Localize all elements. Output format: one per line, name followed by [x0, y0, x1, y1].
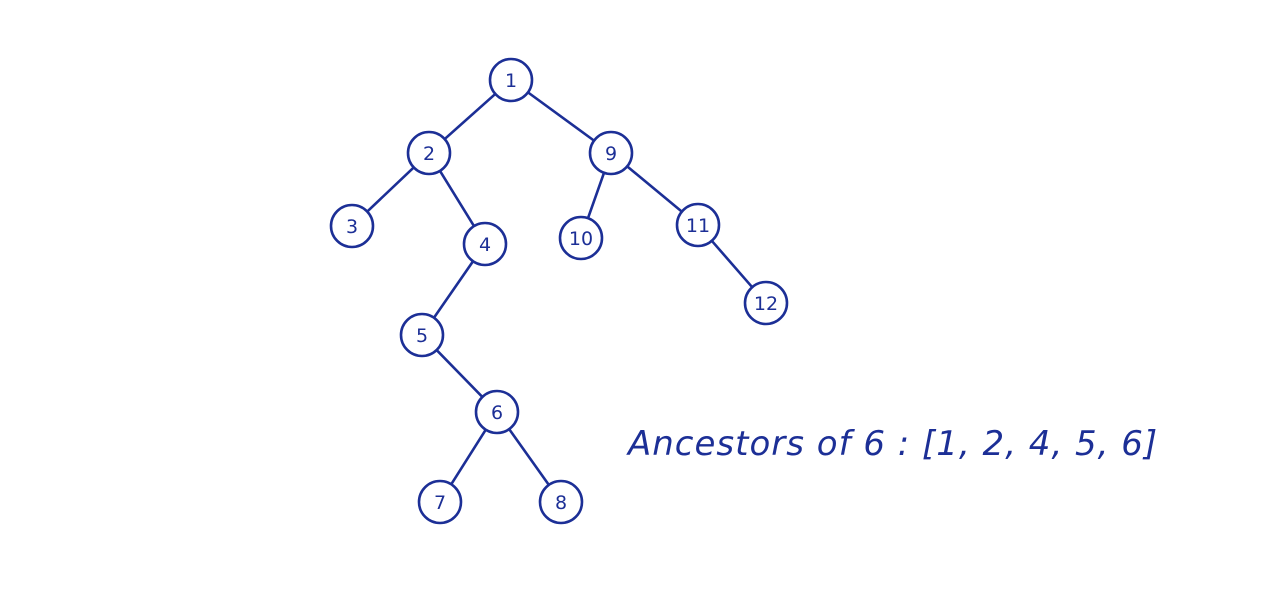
node-label-7: 7 — [434, 492, 446, 514]
edge-4-5 — [432, 259, 475, 320]
tree-node-1: 1 — [488, 57, 534, 103]
node-circle-12 — [743, 280, 789, 326]
edge-1-2 — [443, 92, 497, 141]
tree-node-10: 10 — [558, 215, 604, 261]
node-label-3: 3 — [346, 216, 358, 238]
tree-node-2: 2 — [406, 130, 452, 176]
node-label-10: 10 — [569, 228, 593, 250]
node-circle-7 — [417, 479, 463, 525]
node-label-4: 4 — [479, 234, 491, 256]
tree-node-6: 6 — [474, 389, 520, 435]
tree-node-7: 7 — [417, 479, 463, 525]
edge-6-7 — [449, 428, 488, 486]
node-label-12: 12 — [754, 293, 778, 315]
node-circle-9 — [588, 130, 634, 176]
edge-9-11 — [625, 165, 684, 213]
tree-node-3: 3 — [329, 203, 375, 249]
node-label-11: 11 — [686, 215, 710, 237]
node-label-6: 6 — [491, 402, 503, 424]
edge-5-6 — [435, 348, 484, 399]
edge-2-4 — [438, 169, 476, 228]
node-label-1: 1 — [505, 70, 517, 92]
node-circle-11 — [675, 202, 721, 248]
node-circle-2 — [406, 130, 452, 176]
node-label-2: 2 — [423, 143, 435, 165]
tree-node-5: 5 — [399, 312, 445, 358]
node-label-8: 8 — [555, 492, 567, 514]
tree-node-8: 8 — [538, 479, 584, 525]
edge-9-10 — [586, 171, 606, 220]
node-circle-10 — [558, 215, 604, 261]
node-circle-4 — [462, 221, 508, 267]
node-label-9: 9 — [605, 143, 617, 165]
node-circle-1 — [488, 57, 534, 103]
tree-node-11: 11 — [675, 202, 721, 248]
node-circle-8 — [538, 479, 584, 525]
tree-node-4: 4 — [462, 221, 508, 267]
node-circle-6 — [474, 389, 520, 435]
node-circle-5 — [399, 312, 445, 358]
edges-layer — [365, 91, 754, 487]
edge-1-9 — [526, 91, 596, 142]
node-circle-3 — [329, 203, 375, 249]
node-label-5: 5 — [416, 325, 428, 347]
tree-node-9: 9 — [588, 130, 634, 176]
edge-6-8 — [507, 427, 551, 487]
edge-11-12 — [710, 239, 754, 289]
edge-2-3 — [365, 166, 416, 213]
tree-node-12: 12 — [743, 280, 789, 326]
ancestors-caption: Ancestors of 6 : [1, 2, 4, 5, 6] — [626, 424, 1158, 464]
